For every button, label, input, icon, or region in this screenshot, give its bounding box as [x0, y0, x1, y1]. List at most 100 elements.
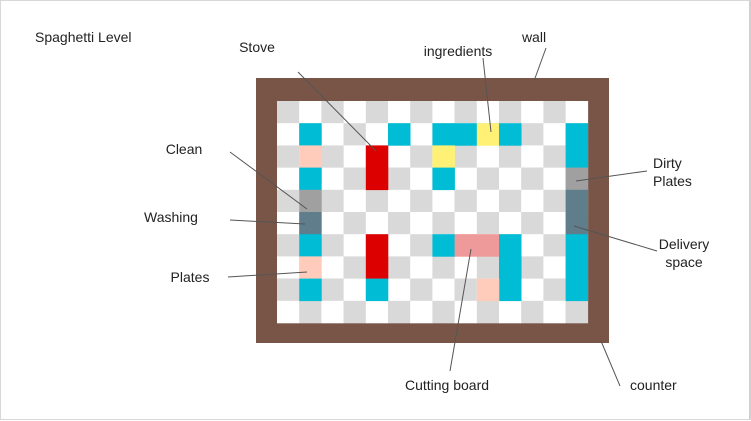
floor-tile	[388, 145, 411, 168]
label-wall: wall	[521, 29, 546, 45]
floor-tile	[521, 278, 544, 302]
floor-tile	[277, 101, 300, 124]
floor-tile	[454, 145, 478, 168]
counter-tile	[432, 234, 455, 257]
counter-tile	[365, 278, 389, 302]
floor-tile	[321, 234, 344, 257]
floor-tile	[388, 278, 411, 302]
counter-tile	[432, 123, 478, 146]
floor-tile	[410, 212, 433, 235]
floor-tile	[543, 278, 566, 302]
floor-tile	[521, 123, 544, 146]
floor-tile	[521, 300, 544, 324]
floor-tile	[388, 101, 411, 124]
floor-tile	[343, 101, 367, 124]
floor-tile	[365, 300, 389, 324]
floor-tile	[521, 212, 544, 235]
floor-tile	[410, 101, 433, 124]
label-plates-line: Plates	[171, 269, 210, 285]
leader-ingredients	[482, 57, 492, 133]
floor-tile	[565, 300, 589, 324]
floor-tile	[476, 256, 500, 279]
ingredient-tile	[432, 145, 455, 168]
floor-tile	[410, 123, 433, 146]
kitchen-objects	[299, 123, 589, 302]
floor-tile	[321, 278, 344, 302]
floor-tile	[365, 123, 389, 146]
stove-tile	[365, 145, 389, 191]
delivery-tile	[565, 189, 589, 235]
label-wall-line: wall	[521, 29, 546, 45]
leader-lines	[227, 47, 658, 387]
label-washing: Washing	[144, 209, 198, 225]
label-ingredients-line: ingredients	[424, 43, 493, 59]
label-stove-line: Stove	[239, 39, 275, 55]
label-delivery-space-line: space	[665, 254, 703, 270]
floor-tile	[343, 300, 367, 324]
plate-tile	[476, 278, 500, 302]
floor-tile	[321, 167, 344, 191]
leader-counter	[600, 340, 621, 387]
floor-tile	[388, 256, 411, 279]
floor-tile	[388, 300, 411, 324]
floor-tile	[343, 167, 367, 191]
floor-tile	[410, 189, 433, 213]
leader-cutting-board	[449, 248, 472, 372]
counter-tile	[299, 234, 322, 257]
ingredient-tile	[476, 123, 500, 146]
floor-tile	[499, 212, 522, 235]
floor-tile	[543, 101, 566, 124]
floor-tile	[277, 234, 300, 257]
leader-plates	[227, 271, 308, 278]
label-ingredients: ingredients	[424, 43, 493, 59]
cutting-board-tile	[454, 234, 500, 257]
stove-tile	[365, 234, 389, 279]
floor-tile	[454, 278, 478, 302]
floor-tile	[365, 101, 389, 124]
counter-tile	[299, 167, 322, 191]
floor-tile	[521, 256, 544, 279]
floor-tile	[565, 101, 589, 124]
floor-tile	[499, 145, 522, 168]
leader-clean	[229, 151, 308, 210]
floor-tile	[476, 101, 500, 124]
floor-tile	[277, 300, 300, 324]
label-delivery-space: Delivery space	[659, 236, 710, 270]
floor-tile	[521, 167, 544, 191]
floor-tile	[543, 256, 566, 279]
floor-tile	[277, 123, 300, 146]
floor-tile	[299, 300, 322, 324]
floor-tile	[321, 212, 344, 235]
floor-tile	[365, 212, 389, 235]
clean-station-tile	[299, 189, 322, 213]
label-dirty-plates-line: Dirty	[653, 155, 682, 171]
leader-delivery-space	[573, 225, 658, 252]
floor-tile	[321, 123, 344, 146]
counter-tile	[565, 123, 589, 168]
floor-tile	[543, 189, 566, 213]
floor-tile	[321, 101, 344, 124]
floor-tile	[343, 234, 367, 257]
floor-tile	[499, 189, 522, 213]
leader-dirty-plates	[575, 170, 648, 182]
counter-tile	[299, 278, 322, 302]
dirty-plates-tile	[565, 167, 589, 191]
floor-tile	[543, 145, 566, 168]
floor-tile	[299, 101, 322, 124]
floor-tile	[476, 145, 500, 168]
floor-tile	[410, 278, 433, 302]
floor-tile	[388, 167, 411, 191]
floor-tile	[521, 189, 544, 213]
label-delivery-space-line: Delivery	[659, 236, 710, 252]
label-clean-line: Clean	[166, 141, 203, 157]
counter-tile	[499, 234, 522, 302]
floor-tile	[454, 167, 478, 191]
diagram-title: Spaghetti Level	[35, 29, 132, 45]
floor-tile	[410, 256, 433, 279]
floor-tile	[365, 189, 389, 213]
floor-tile	[410, 145, 433, 168]
floor-tile	[277, 167, 300, 191]
floor-tile	[476, 189, 500, 213]
